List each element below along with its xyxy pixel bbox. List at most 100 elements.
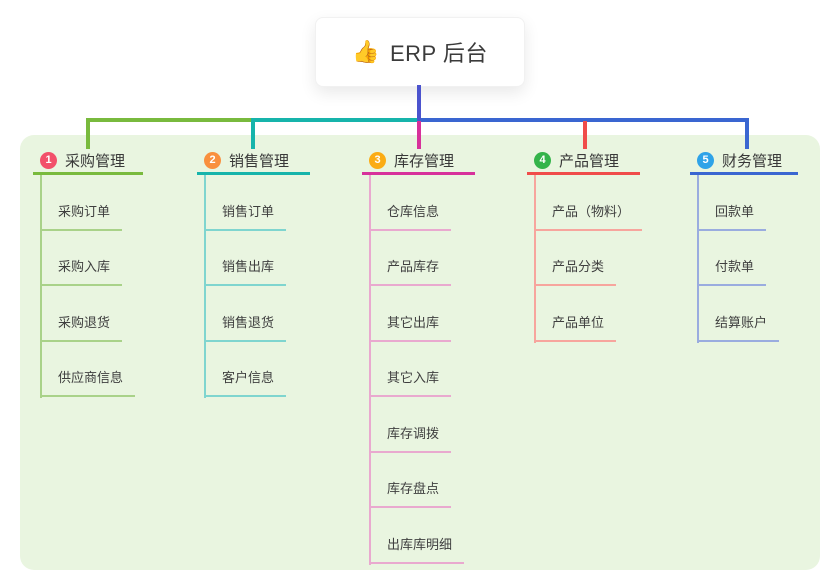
child-row: 销售退货 (197, 286, 370, 342)
child-node-label: 付款单 (715, 259, 755, 274)
branch-child-stem (697, 175, 699, 343)
child-node[interactable]: 其它入库 (369, 367, 452, 397)
child-row: 仓库信息 (362, 175, 535, 231)
child-node[interactable]: 仓库信息 (369, 201, 452, 231)
child-node[interactable]: 产品库存 (369, 256, 452, 286)
child-node-label: 结算账户 (715, 314, 768, 330)
child-node-label: 采购退货 (58, 314, 111, 330)
mindmap-background-panel (20, 135, 820, 570)
child-node-label: 产品（物料） (552, 203, 631, 219)
branch-column-1: 1 采购管理采购订单采购入库采购退货供应商信息 (33, 148, 203, 398)
child-node[interactable]: 采购订单 (40, 201, 123, 231)
child-node[interactable]: 供应商信息 (40, 367, 136, 397)
child-node[interactable]: 采购入库 (40, 256, 123, 286)
child-row: 回款单 (690, 175, 839, 231)
child-row: 采购退货 (33, 286, 203, 342)
child-node-label: 回款单 (715, 203, 755, 219)
branch-underline (33, 172, 143, 175)
child-row: 库存调拨 (362, 397, 535, 453)
branch-underline (690, 172, 798, 175)
child-node[interactable]: 库存盘点 (369, 478, 452, 508)
branch-number-badge: 1 (40, 151, 57, 169)
branch-header[interactable]: 1 采购管理 (33, 148, 203, 172)
child-node-label: 销售订单 (222, 203, 275, 219)
child-row: 采购订单 (33, 175, 203, 231)
connector-segment (583, 121, 587, 149)
child-node-label: 客户信息 (222, 370, 275, 385)
child-node-label: 采购订单 (58, 203, 111, 219)
child-row: 产品（物料） (527, 175, 700, 231)
child-row: 客户信息 (197, 342, 370, 397)
child-row: 销售出库 (197, 231, 370, 286)
thumbs-up-icon: 👍 (352, 39, 380, 64)
child-node[interactable]: 库存调拨 (369, 423, 452, 453)
branch-column-2: 2 销售管理销售订单销售出库销售退货客户信息 (197, 148, 370, 398)
child-row: 产品单位 (527, 286, 700, 342)
branch-label: 销售管理 (229, 152, 290, 170)
branch-child-stem (534, 175, 536, 343)
child-row: 付款单 (690, 231, 839, 286)
branch-number-badge: 4 (534, 151, 551, 169)
child-node[interactable]: 销售出库 (204, 256, 287, 286)
branch-label: 库存管理 (394, 152, 455, 170)
child-node[interactable]: 产品分类 (534, 256, 617, 286)
child-node-label: 库存调拨 (387, 425, 440, 441)
child-node-label: 产品单位 (552, 314, 605, 330)
branch-header[interactable]: 4 产品管理 (527, 148, 700, 172)
child-row: 采购入库 (33, 231, 203, 286)
child-node-label: 销售退货 (222, 314, 275, 330)
child-row: 库存盘点 (362, 453, 535, 508)
child-node[interactable]: 产品（物料） (534, 201, 643, 231)
branch-label: 采购管理 (65, 152, 126, 170)
branch-column-4: 4 产品管理产品（物料） 产品分类产品单位 (527, 148, 700, 343)
child-node-label: 销售出库 (222, 259, 275, 274)
child-row: 产品库存 (362, 231, 535, 286)
child-row: 销售订单 (197, 175, 370, 231)
child-node-label: 库存盘点 (387, 481, 440, 496)
branch-child-stem (204, 175, 206, 398)
branch-label: 产品管理 (559, 152, 620, 170)
child-row: 其它入库 (362, 342, 535, 397)
branch-label: 财务管理 (722, 152, 783, 170)
child-row: 产品分类 (527, 231, 700, 286)
connector-segment (86, 118, 90, 149)
child-node[interactable]: 结算账户 (697, 312, 780, 342)
child-node[interactable]: 销售订单 (204, 201, 287, 231)
branch-underline (362, 172, 475, 175)
child-node[interactable]: 客户信息 (204, 367, 287, 397)
connector-segment (417, 121, 421, 149)
connector-segment (86, 118, 254, 122)
child-node-label: 其它出库 (387, 314, 440, 330)
child-node-label: 其它入库 (387, 370, 440, 385)
root-node-erp[interactable]: 👍 ERP 后台 (315, 17, 525, 87)
child-node[interactable]: 采购退货 (40, 312, 123, 342)
child-node[interactable]: 回款单 (697, 201, 767, 231)
child-node[interactable]: 其它出库 (369, 312, 452, 342)
child-row: 其它出库 (362, 286, 535, 342)
connector-segment (417, 85, 421, 120)
branch-child-stem (40, 175, 42, 398)
child-node-label: 产品库存 (387, 259, 440, 274)
branch-number-badge: 2 (204, 151, 221, 169)
branch-child-stem (369, 175, 371, 565)
connector-segment (251, 118, 421, 122)
child-node[interactable]: 出库库明细 (369, 534, 465, 564)
child-node-label: 产品分类 (552, 259, 605, 274)
child-node-label: 供应商信息 (58, 370, 124, 385)
connector-segment (745, 118, 749, 149)
branch-underline (197, 172, 310, 175)
child-node[interactable]: 产品单位 (534, 312, 617, 342)
child-node[interactable]: 付款单 (697, 256, 767, 286)
child-row: 出库库明细 (362, 508, 535, 564)
branch-header[interactable]: 2 销售管理 (197, 148, 370, 172)
child-row: 供应商信息 (33, 342, 203, 397)
connector-segment (251, 118, 255, 149)
branch-underline (527, 172, 640, 175)
child-node-label: 出库库明细 (387, 536, 453, 552)
child-node-label: 仓库信息 (387, 203, 440, 219)
child-node[interactable]: 销售退货 (204, 312, 287, 342)
